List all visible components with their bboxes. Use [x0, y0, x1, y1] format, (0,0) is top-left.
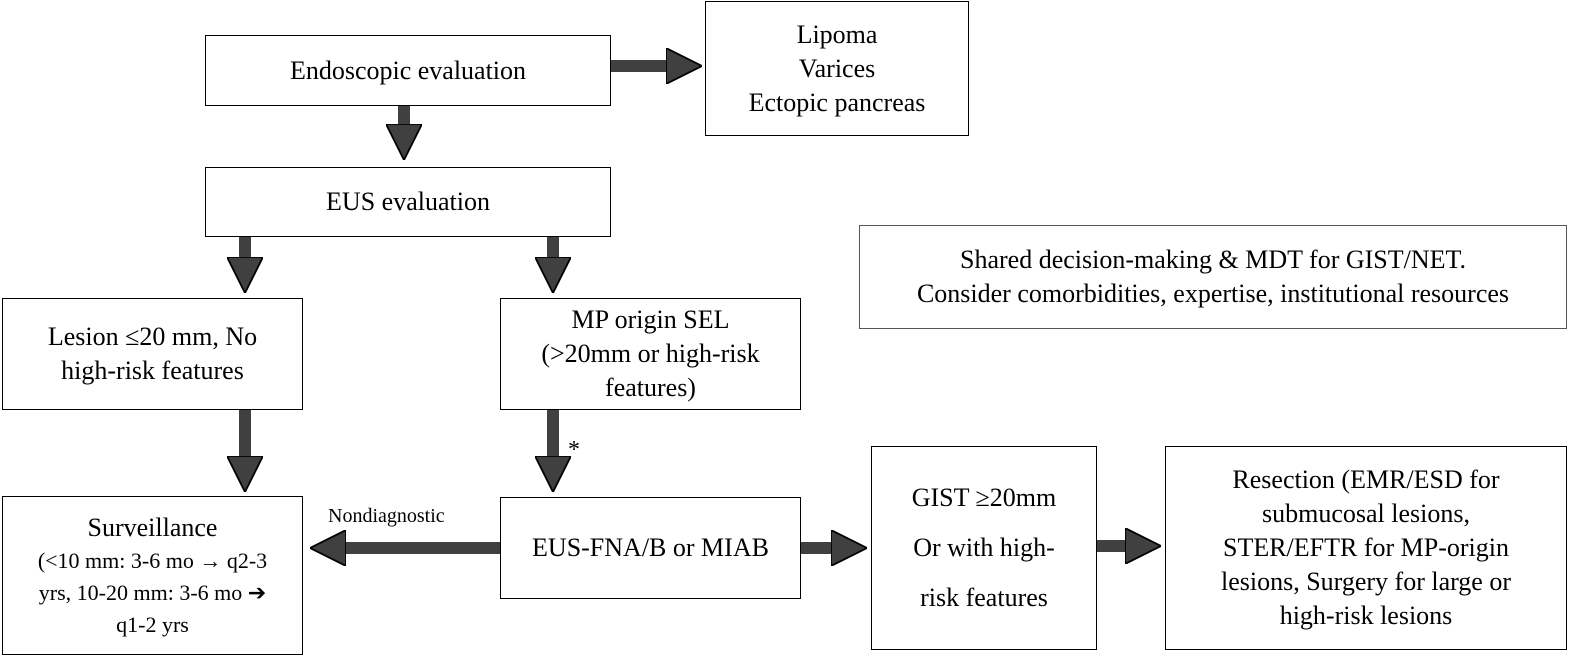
gist-line-2: Or with high- — [913, 533, 1055, 562]
gist-line-1: GIST ≥20mm — [911, 483, 1057, 512]
mp-origin-sel-box: MP origin SEL (>20mm or high-risk featur… — [500, 298, 801, 410]
shared-decision-note-box: Shared decision-making & MDT for GIST/NE… — [859, 225, 1567, 329]
nondiagnostic-edge-label: Nondiagnostic — [328, 505, 445, 527]
eus-fna-label: EUS-FNA/B or MIAB — [532, 533, 769, 562]
mp-origin-line-1: MP origin SEL — [571, 305, 730, 334]
note-line-1: Shared decision-making & MDT for GIST/NE… — [960, 245, 1466, 274]
small-lesion-box: Lesion ≤20 mm, No high-risk features — [2, 298, 303, 410]
endoscopic-evaluation-label: Endoscopic evaluation — [289, 55, 527, 85]
resection-line-3: STER/EFTR for MP-origin — [1222, 533, 1509, 562]
eus-evaluation-box: EUS evaluation — [205, 167, 611, 237]
note-line-2: Consider comorbidities, expertise, insti… — [916, 279, 1510, 308]
mp-origin-line-3: features) — [605, 373, 696, 402]
small-lesion-line-1: Lesion ≤20 mm, No — [47, 322, 258, 351]
eus-fna-box: EUS-FNA/B or MIAB — [500, 497, 801, 599]
resection-line-2: submucosal lesions, — [1262, 499, 1470, 528]
benign-line-3: Ectopic pancreas — [748, 87, 926, 117]
endoscopic-evaluation-box: Endoscopic evaluation — [205, 35, 611, 106]
surveillance-box: Surveillance (<10 mm: 3-6 mo → q2-3 yrs,… — [2, 496, 303, 655]
small-lesion-line-2: high-risk features — [61, 356, 244, 385]
resection-line-5: high-risk lesions — [1279, 601, 1453, 630]
benign-lesions-box: Lipoma Varices Ectopic pancreas — [705, 1, 969, 136]
benign-line-1: Lipoma — [796, 19, 878, 49]
resection-line-4: lesions, Surgery for large or — [1220, 567, 1512, 596]
eus-evaluation-label: EUS evaluation — [326, 187, 490, 216]
surveillance-line-2: yrs, 10-20 mm: 3-6 mo ➔ — [38, 579, 267, 605]
gist-line-3: risk features — [920, 583, 1048, 612]
mp-origin-line-2: (>20mm or high-risk — [541, 339, 760, 368]
resection-line-1: Resection (EMR/ESD for — [1232, 465, 1500, 494]
surveillance-title: Surveillance — [87, 512, 218, 542]
resection-box: Resection (EMR/ESD for submucosal lesion… — [1165, 446, 1567, 650]
gist-box: GIST ≥20mm Or with high- risk features — [871, 446, 1097, 650]
surveillance-line-3: q1-2 yrs — [116, 611, 189, 637]
surveillance-line-1: (<10 mm: 3-6 mo → q2-3 — [37, 547, 268, 573]
asterisk-edge-label: * — [568, 437, 580, 463]
benign-line-2: Varices — [798, 53, 876, 83]
